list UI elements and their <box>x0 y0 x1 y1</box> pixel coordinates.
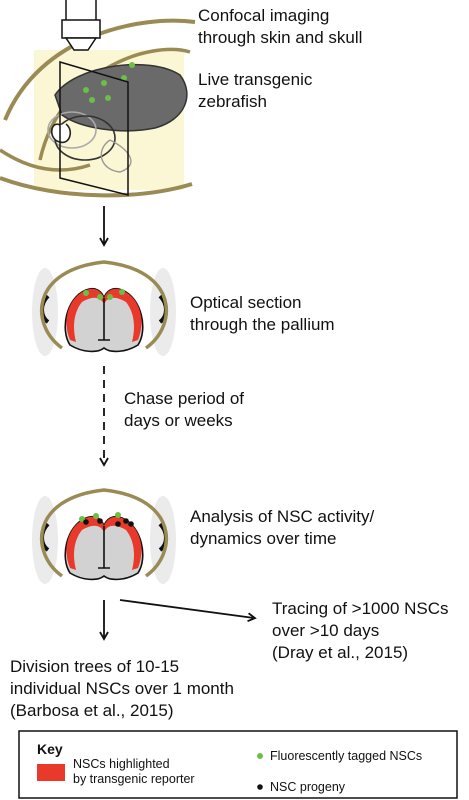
arrow-right-tracing <box>119 599 257 622</box>
label-analysis: Analysis of NSC activity/ dynamics over … <box>190 507 375 548</box>
microscope-objective <box>61 0 101 51</box>
key-green-label: Fluorescently tagged NSCs <box>270 749 423 763</box>
label-tracing: Tracing of >1000 NSCs over >10 days (Dra… <box>272 599 449 662</box>
key-black-dot <box>257 784 263 790</box>
label-division-trees: Division trees of 10-15 individual NSCs … <box>10 657 234 720</box>
label-fish: Live transgenic zebrafish <box>198 70 313 111</box>
key-title: Key <box>37 741 63 757</box>
label-chase: Chase period of days or weeks <box>124 389 245 430</box>
brain-shape <box>54 63 188 132</box>
optical-section-plane <box>59 60 129 196</box>
fish-green-dots <box>83 62 135 103</box>
key-box <box>18 730 458 799</box>
pallium-section-1 <box>32 260 176 356</box>
zebrafish-head-illustration <box>0 0 196 198</box>
key-black-label: NSC progeny <box>270 780 346 794</box>
key-red-label: NSCs highlighted by transgenic reporter <box>73 757 195 786</box>
key-red-swatch <box>37 764 65 781</box>
pallium-section-2 <box>32 488 176 584</box>
key-green-dot <box>257 753 263 759</box>
label-optical-section: Optical section through the pallium <box>190 293 335 334</box>
label-imaging: Confocal imaging through skin and skull <box>198 6 363 47</box>
